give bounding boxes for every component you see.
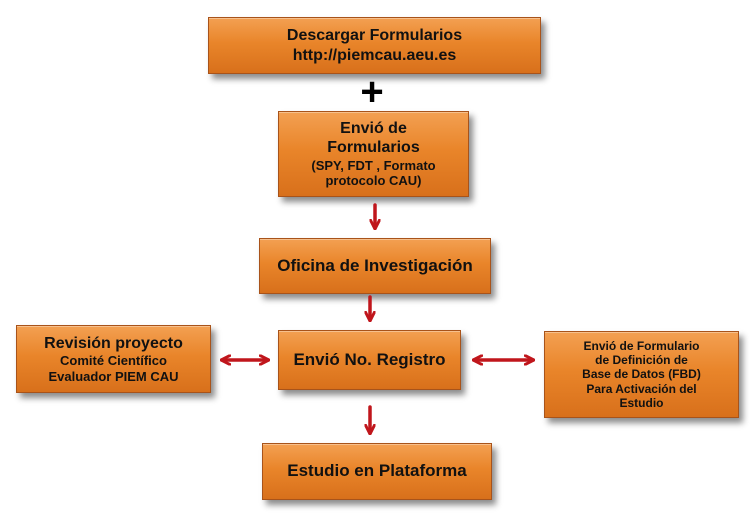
project-review-box: Revisión proyecto Comité Científico Eval… xyxy=(16,325,211,393)
submit-forms-box: Envió de Formularios (SPY, FDT , Formato… xyxy=(278,111,469,197)
database-form-line-2: de Definición de xyxy=(595,352,688,367)
registration-label: Envió No. Registro xyxy=(293,349,446,369)
registration-box: Envió No. Registro xyxy=(278,330,461,390)
database-form-line-4: Para Activación del xyxy=(586,381,697,396)
project-review-line-3: Evaluador PIEM CAU xyxy=(48,368,179,384)
platform-study-label: Estudio en Plataforma xyxy=(287,461,467,481)
database-form-line-3: Base de Datos (FBD) xyxy=(582,367,701,382)
download-forms-url: http://piemcau.aeu.es xyxy=(292,46,457,64)
download-forms-box: Descargar Formularios http://piemcau.aeu… xyxy=(208,17,541,74)
submit-forms-line-2: Formularios xyxy=(327,139,420,157)
database-form-box: Envió de Formulario de Definición de Bas… xyxy=(544,331,739,418)
database-form-line-5: Estudio xyxy=(619,396,664,411)
platform-study-box: Estudio en Plataforma xyxy=(262,443,492,500)
project-review-line-2: Comité Científico xyxy=(60,353,167,368)
database-form-line-1: Envió de Formulario xyxy=(583,338,700,353)
submit-forms-line-4: protocolo CAU) xyxy=(325,173,422,189)
project-review-line-1: Revisión proyecto xyxy=(44,334,183,352)
research-office-label: Oficina de Investigación xyxy=(277,255,473,275)
submit-forms-line-3: (SPY, FDT , Formato xyxy=(311,157,436,173)
research-office-box: Oficina de Investigación xyxy=(259,238,491,294)
submit-forms-line-1: Envió de xyxy=(340,120,407,138)
plus-symbol: + xyxy=(360,70,384,114)
download-forms-title: Descargar Formularios xyxy=(286,27,463,45)
